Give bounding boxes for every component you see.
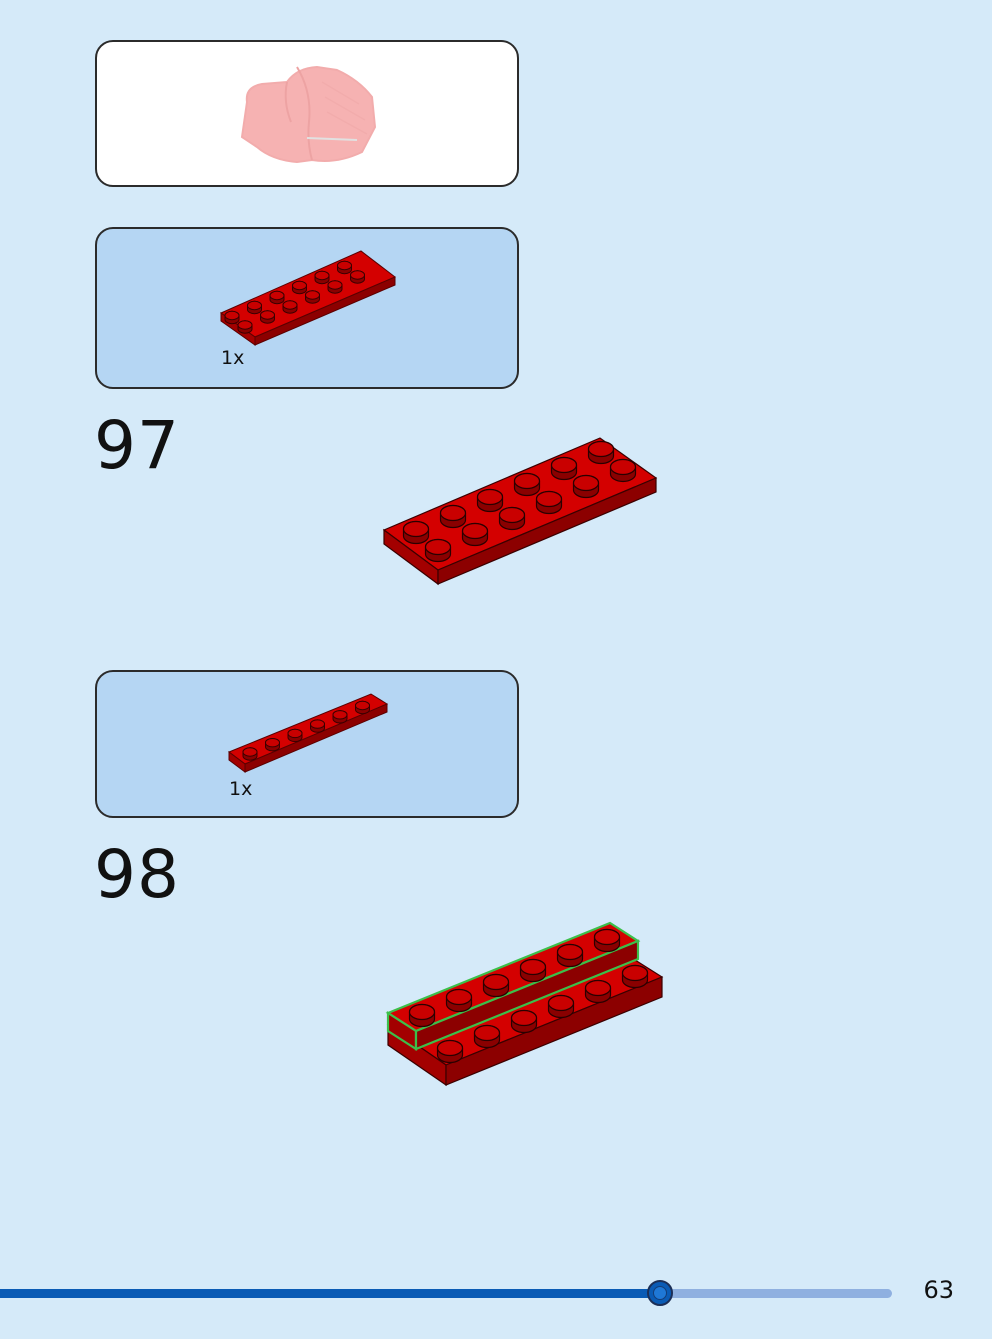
- stud: [519, 958, 547, 983]
- stud: [337, 260, 352, 275]
- stud: [242, 747, 258, 761]
- stud: [498, 506, 526, 531]
- stud: [424, 538, 452, 563]
- red-plates-stacked-model: [385, 921, 664, 1087]
- part-quantity: 1x: [229, 778, 253, 800]
- stud: [237, 320, 253, 334]
- page-number: 63: [923, 1276, 954, 1304]
- stud: [350, 270, 365, 284]
- stud: [584, 979, 612, 1004]
- stud: [314, 270, 330, 285]
- stud: [310, 719, 325, 733]
- red-plate-2x6-model: [382, 437, 658, 586]
- stud: [476, 488, 504, 513]
- stud: [327, 280, 343, 294]
- stud: [587, 440, 615, 465]
- stud: [513, 472, 541, 497]
- stud: [556, 943, 584, 968]
- stud: [332, 710, 348, 724]
- stud: [482, 973, 510, 998]
- stud: [224, 310, 240, 325]
- stud: [609, 458, 637, 483]
- step-number: 98: [94, 836, 180, 913]
- faded-assembly-icon: [240, 65, 377, 164]
- step-98-parts-callout: 1x: [95, 670, 519, 818]
- progress-knob: [647, 1280, 674, 1306]
- stud: [445, 988, 473, 1013]
- stud: [247, 300, 262, 315]
- stud: [547, 994, 575, 1019]
- stud: [287, 728, 303, 743]
- part-quantity: 1x: [221, 347, 245, 369]
- stud: [282, 300, 298, 314]
- stud: [260, 310, 275, 324]
- step-97-model: [380, 430, 670, 600]
- stud: [436, 1039, 464, 1064]
- step-98-model: [380, 915, 670, 1095]
- stud: [269, 290, 285, 305]
- stud: [439, 504, 467, 529]
- stud: [408, 1003, 436, 1028]
- stud: [473, 1024, 501, 1049]
- step-97-parts-callout: 1x: [95, 227, 519, 389]
- stud: [572, 474, 600, 499]
- stud: [535, 490, 563, 515]
- progress-bar: [0, 1289, 892, 1298]
- stud: [550, 456, 578, 481]
- red-plate-1x6-icon: [227, 693, 389, 773]
- stud: [621, 964, 649, 989]
- red-plate-2x6-icon: [219, 250, 396, 346]
- stud: [292, 280, 307, 295]
- stud: [510, 1009, 538, 1034]
- stud: [355, 700, 370, 715]
- step-number: 97: [94, 407, 180, 484]
- stud: [402, 520, 430, 545]
- stud: [593, 928, 621, 953]
- stud: [305, 290, 320, 304]
- stud: [265, 738, 280, 752]
- progress-fill: [0, 1289, 661, 1298]
- stud: [461, 522, 489, 547]
- previous-build-preview: [95, 40, 519, 187]
